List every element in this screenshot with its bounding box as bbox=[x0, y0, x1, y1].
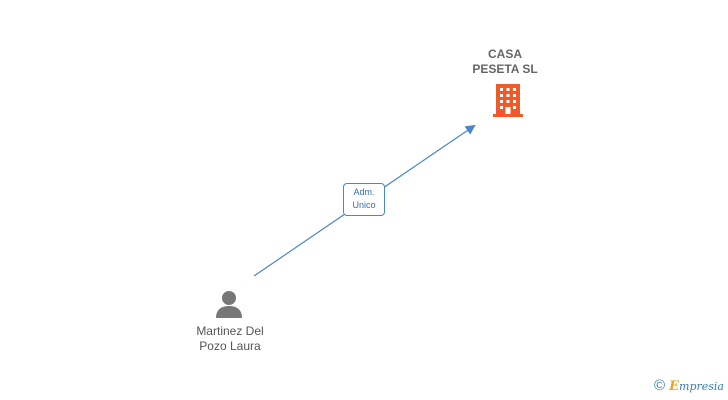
person-name-line2: Pozo Laura bbox=[199, 339, 261, 353]
relation-line1: Adm. bbox=[353, 187, 375, 197]
person-name-label[interactable]: Martinez Del Pozo Laura bbox=[170, 324, 290, 354]
brand-initial: E bbox=[669, 378, 680, 394]
person-name-line1: Martinez Del bbox=[196, 324, 264, 338]
company-name-line2: PESETA SL bbox=[472, 62, 538, 76]
brand-logo-text: Empresia bbox=[669, 379, 724, 394]
brand-rest: mpresia bbox=[679, 379, 724, 393]
copyright-icon: © bbox=[654, 377, 666, 394]
relation-line2: Unico bbox=[352, 200, 376, 210]
company-name-line1: CASA bbox=[487, 47, 522, 61]
empresia-watermark[interactable]: © Empresia bbox=[654, 378, 724, 394]
relation-badge[interactable]: Adm. Unico bbox=[343, 183, 385, 216]
company-name-label[interactable]: CASA PESETA SL bbox=[455, 47, 555, 77]
building-icon[interactable] bbox=[493, 84, 523, 117]
person-icon[interactable] bbox=[216, 291, 242, 318]
